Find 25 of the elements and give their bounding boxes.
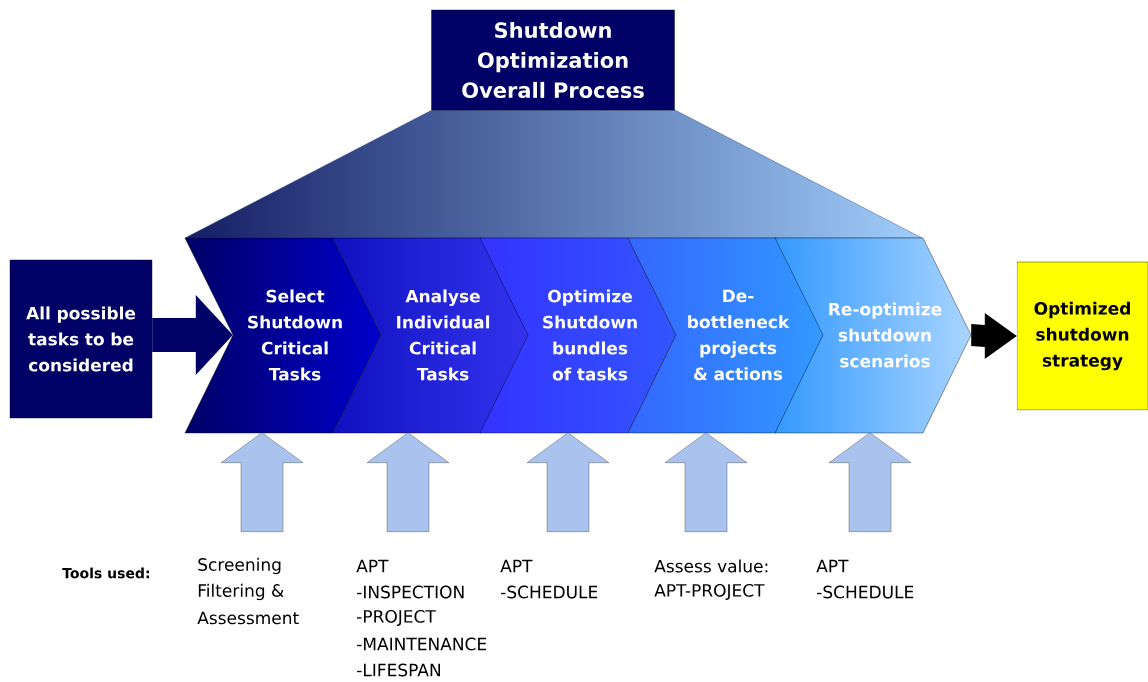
tool-text: Screening	[198, 557, 281, 575]
tool-text: -PROJECT	[357, 610, 436, 626]
block-arrow	[971, 313, 1017, 359]
tool-text: APT	[500, 559, 533, 573]
tool-text: Assess value:	[654, 559, 768, 573]
tool-text: Filtering &	[198, 583, 284, 601]
input-box: All possible tasks to be considered	[9, 259, 153, 419]
tool-text: APT	[356, 559, 389, 573]
tool-text: APT-PROJECT	[654, 584, 765, 600]
block-arrow	[220, 432, 304, 532]
result-box: Optimized shutdown strategy	[1016, 261, 1148, 411]
block-arrow	[664, 432, 748, 532]
block-arrow	[526, 432, 610, 532]
section-label: Tools used:	[62, 567, 149, 579]
tool-text: -INSPECTION	[357, 585, 464, 599]
tool-text: -SCHEDULE	[501, 585, 598, 599]
tool-text: Assessment	[197, 611, 299, 625]
tool-text: -SCHEDULE	[817, 585, 914, 599]
block-arrow	[366, 432, 450, 532]
tool-text: APT	[816, 559, 849, 573]
title-box: Shutdown Optimization Overall Process	[431, 9, 675, 111]
tool-text: -MAINTENANCE	[357, 637, 487, 651]
block-arrow	[828, 432, 912, 532]
tool-text: -LIFESPAN	[357, 663, 440, 677]
block-arrow	[152, 295, 233, 375]
